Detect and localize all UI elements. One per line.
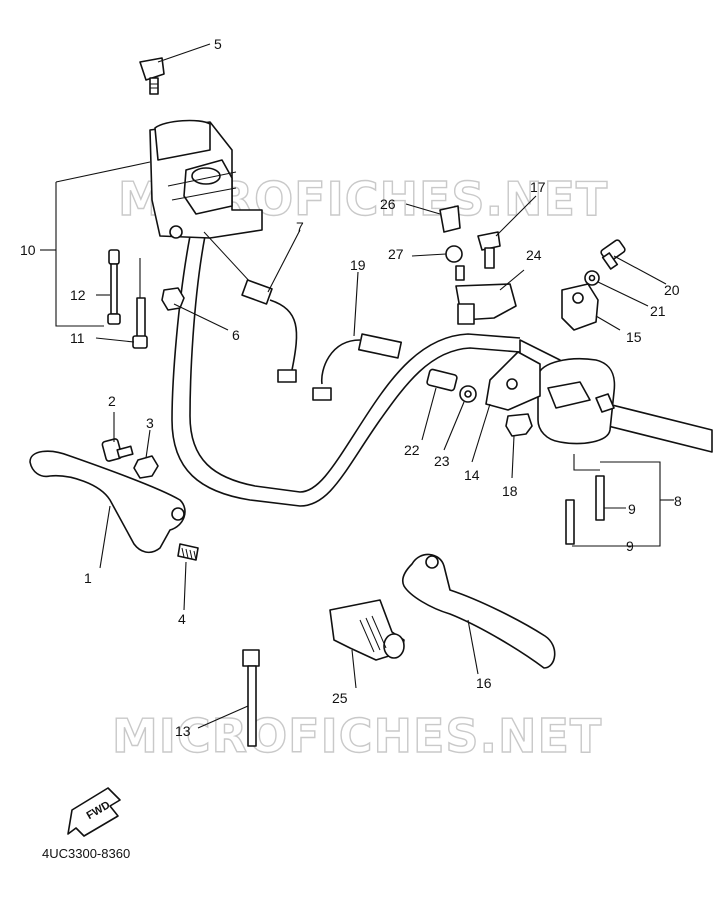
washer-part-23 bbox=[459, 385, 477, 403]
bracket-part-14 bbox=[485, 351, 541, 411]
label-4: 4 bbox=[178, 611, 186, 627]
bolt-part-2 bbox=[101, 438, 134, 462]
label-23: 23 bbox=[434, 453, 450, 469]
lever-holder-assembly bbox=[149, 119, 263, 239]
diagram-code: 4UC3300-8360 bbox=[42, 846, 130, 861]
label-21: 21 bbox=[650, 303, 666, 319]
label-12: 12 bbox=[70, 287, 86, 303]
screw-part-20 bbox=[600, 239, 626, 270]
spring-part-4 bbox=[177, 543, 199, 561]
bolt-part-12 bbox=[107, 249, 121, 325]
label-9-lower: 9 bbox=[626, 538, 634, 554]
label-19: 19 bbox=[350, 257, 366, 273]
nut-part-18 bbox=[505, 413, 533, 437]
bolt-part-11 bbox=[132, 297, 148, 349]
holder-part-15 bbox=[561, 283, 599, 331]
bolt-part-22 bbox=[426, 368, 458, 392]
label-3: 3 bbox=[146, 415, 154, 431]
right-switch-assembly-part-8 bbox=[537, 357, 616, 545]
label-14: 14 bbox=[464, 467, 480, 483]
washer-part-27 bbox=[445, 245, 465, 281]
label-11: 11 bbox=[70, 330, 85, 346]
label-8: 8 bbox=[674, 493, 682, 509]
label-10: 10 bbox=[20, 242, 36, 258]
watermark-bottom: MICROFICHES.NET bbox=[112, 709, 602, 763]
handlebar bbox=[171, 235, 713, 507]
label-20: 20 bbox=[664, 282, 680, 298]
nut-part-3 bbox=[133, 455, 159, 479]
label-5: 5 bbox=[214, 36, 222, 52]
label-22: 22 bbox=[404, 442, 420, 458]
label-13: 13 bbox=[175, 723, 191, 739]
label-9-upper: 9 bbox=[628, 501, 636, 517]
label-15: 15 bbox=[626, 329, 642, 345]
switch-wire-part-7 bbox=[203, 231, 298, 383]
clamp-part-24 bbox=[455, 283, 517, 325]
label-2: 2 bbox=[108, 393, 116, 409]
label-16: 16 bbox=[476, 675, 492, 691]
label-1: 1 bbox=[84, 570, 92, 586]
nut-part-6 bbox=[161, 287, 185, 311]
washer-part-21 bbox=[584, 270, 600, 286]
switch-wire-part-19 bbox=[312, 333, 403, 401]
label-17: 17 bbox=[530, 179, 546, 195]
label-7: 7 bbox=[296, 219, 304, 235]
screw-part-17 bbox=[477, 231, 501, 269]
screw-part-5 bbox=[139, 57, 165, 95]
brake-lever-part-16 bbox=[401, 553, 556, 669]
fwd-arrow: FWD bbox=[67, 787, 121, 837]
cap-part-26 bbox=[439, 205, 461, 233]
label-24: 24 bbox=[526, 247, 542, 263]
label-25: 25 bbox=[332, 690, 348, 706]
leader-lines bbox=[40, 43, 674, 729]
label-6: 6 bbox=[232, 327, 240, 343]
label-27: 27 bbox=[388, 246, 404, 262]
label-18: 18 bbox=[502, 483, 518, 499]
label-26: 26 bbox=[380, 196, 396, 212]
switch-part-25 bbox=[329, 599, 405, 661]
clutch-lever-part-1 bbox=[29, 450, 186, 554]
